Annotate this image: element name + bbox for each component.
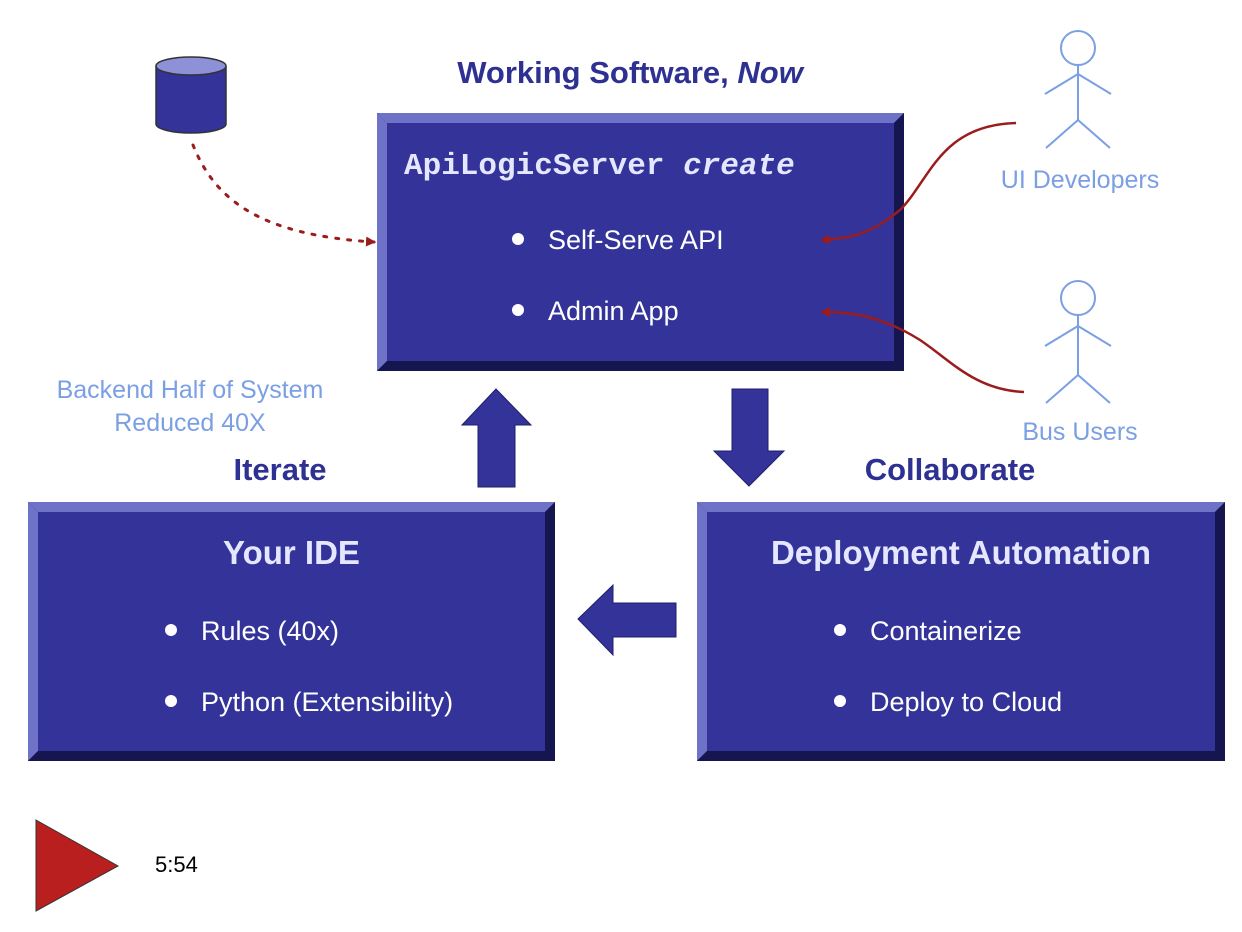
ui-developers-label: UI Developers — [1000, 166, 1160, 194]
deployment-automation-content: Deployment Automation Containerize Deplo… — [707, 512, 1215, 751]
database-connector — [191, 143, 376, 247]
deployment-automation-title: Deployment Automation — [770, 534, 1152, 571]
down-arrow — [712, 388, 786, 487]
bullet-rules: Rules (40x) — [165, 616, 339, 647]
deployment-automation-box — [697, 502, 1225, 761]
bullet-python: Python (Extensibility) — [165, 687, 453, 718]
play-icon[interactable] — [35, 819, 120, 912]
api-logic-server-content: ApiLogicServer create Self-Serve API Adm… — [387, 123, 894, 361]
bullet-containerize: Containerize — [834, 616, 1022, 647]
bus-user-connector — [820, 307, 1025, 394]
your-ide-title: Your IDE — [223, 534, 360, 571]
bullet-admin-app: Admin App — [512, 296, 679, 327]
bus-users-label: Bus Users — [1022, 418, 1138, 446]
your-ide-box — [28, 502, 555, 761]
ui-developer-actor-icon — [1044, 30, 1112, 149]
command-title: ApiLogicServer create — [404, 149, 795, 184]
heading: Working Software, Now — [360, 55, 900, 91]
backend-note-line2: Reduced 40X — [114, 409, 266, 437]
heading-text: Working Software, — [457, 55, 738, 90]
video-duration: 5:54 — [155, 852, 198, 877]
database-icon — [155, 56, 227, 134]
command-verb: create — [683, 149, 795, 184]
command-name: ApiLogicServer — [404, 149, 665, 184]
backend-note-line1: Backend Half of System — [56, 376, 324, 404]
bullet-self-serve-api: Self-Serve API — [512, 225, 724, 256]
ui-developer-connector — [820, 121, 1017, 245]
your-ide-content: Your IDE Rules (40x) Python (Extensibili… — [38, 512, 545, 751]
bullet-deploy-to-cloud: Deploy to Cloud — [834, 687, 1062, 718]
api-logic-server-box — [377, 113, 904, 371]
bus-user-actor-icon — [1044, 280, 1112, 404]
up-arrow — [460, 388, 533, 488]
backend-note: Backend Half of System Reduced 40X — [20, 374, 360, 440]
heading-emphasis: Now — [737, 55, 803, 90]
iterate-label: Iterate — [233, 452, 327, 487]
collaborate-label: Collaborate — [864, 452, 1036, 487]
left-arrow — [577, 583, 677, 657]
